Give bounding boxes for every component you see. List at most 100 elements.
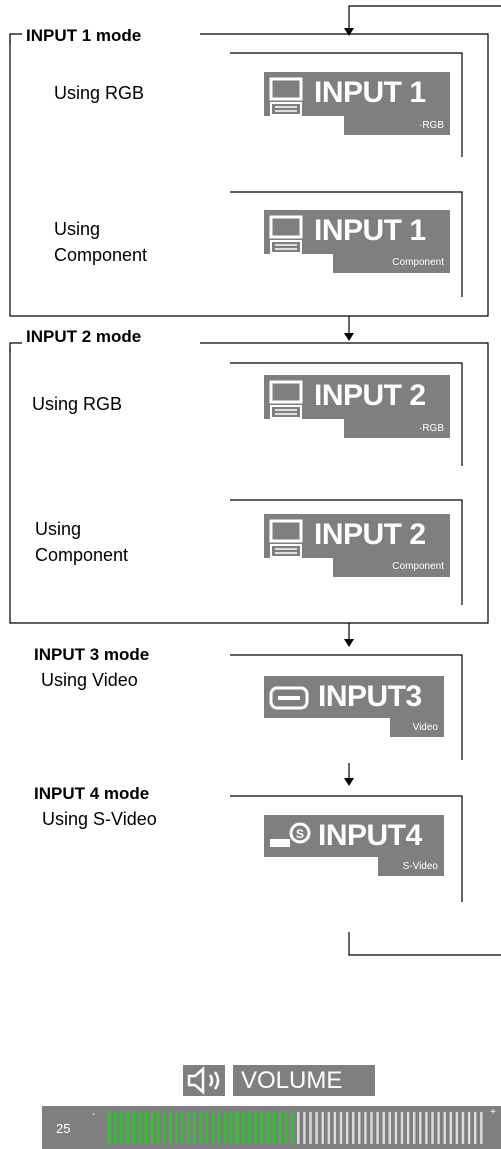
computer-icon xyxy=(269,215,303,254)
volume-segment-inactive xyxy=(388,1112,391,1144)
volume-segment-inactive xyxy=(315,1112,318,1144)
volume-segment-inactive xyxy=(333,1112,337,1144)
volume-segment-inactive xyxy=(309,1112,312,1144)
input4-svideo-osd: S INPUT4 S-Video xyxy=(264,815,444,876)
volume-segment-inactive xyxy=(425,1112,428,1144)
volume-segment-active xyxy=(260,1112,263,1144)
volume-segment-inactive xyxy=(474,1112,477,1144)
volume-segment-active xyxy=(211,1112,215,1144)
volume-segment-inactive xyxy=(443,1112,446,1144)
volume-segment-active xyxy=(193,1112,196,1144)
volume-segment-inactive xyxy=(358,1112,361,1144)
computer-icon xyxy=(269,519,303,558)
volume-segment-inactive xyxy=(345,1112,349,1144)
osd-white-strip xyxy=(264,558,333,577)
volume-segment-active xyxy=(126,1112,129,1144)
osd-subtitle: S-Video xyxy=(402,861,438,872)
volume-segment-active xyxy=(169,1112,172,1144)
osd-title: INPUT 1 xyxy=(314,214,426,247)
volume-segment-active xyxy=(120,1112,123,1144)
volume-segment-active xyxy=(236,1112,239,1144)
volume-segment-inactive xyxy=(339,1112,343,1144)
volume-max-sign: + xyxy=(490,1107,496,1118)
volume-segment-active xyxy=(150,1112,154,1144)
volume-segment-inactive xyxy=(467,1112,471,1144)
volume-segment-inactive xyxy=(297,1112,300,1144)
input4-mode-heading: INPUT 4 mode xyxy=(34,784,150,803)
osd-subtitle: Component xyxy=(392,561,444,572)
input2-rgb-osd: INPUT 2 ·RGB xyxy=(264,375,450,438)
volume-segment-active xyxy=(242,1112,245,1144)
volume-segment-inactive xyxy=(382,1112,385,1144)
osd-subtitle: ·RGB xyxy=(419,423,444,434)
volume-segment-active xyxy=(138,1112,141,1144)
input2-rgb-label: Using RGB xyxy=(32,394,123,414)
volume-segment-active xyxy=(108,1112,111,1144)
osd-title: INPUT 1 xyxy=(314,76,426,109)
volume-segment-inactive xyxy=(364,1112,367,1144)
osd-title: INPUT 2 xyxy=(314,518,426,551)
input1-mode-heading: INPUT 1 mode xyxy=(22,26,146,46)
volume-segment-active xyxy=(217,1112,221,1144)
volume-segment-inactive xyxy=(400,1112,404,1144)
volume-segment-active xyxy=(254,1112,257,1144)
svideo-icon: S xyxy=(270,822,311,847)
volume-segment-inactive xyxy=(437,1112,440,1144)
video-icon xyxy=(269,686,309,710)
volume-segment-inactive xyxy=(394,1112,398,1144)
volume-segment-active xyxy=(278,1112,282,1144)
input4-svideo-label: Using S-Video xyxy=(42,809,157,829)
volume-segment-active xyxy=(230,1112,233,1144)
volume-segment-inactive xyxy=(370,1112,373,1144)
volume-segment-active xyxy=(248,1112,251,1144)
volume-value: 25 xyxy=(56,1121,71,1136)
input3-mode-heading: INPUT 3 mode xyxy=(34,645,150,664)
input1-rgb-osd: INPUT 1 ·RGB xyxy=(264,72,450,135)
volume-segment-active xyxy=(162,1112,166,1144)
volume-segment-inactive xyxy=(449,1112,452,1144)
computer-icon xyxy=(269,77,303,116)
volume-bar: 25 - + xyxy=(42,1106,501,1149)
osd-subtitle: Component xyxy=(392,257,444,268)
volume-segment-inactive xyxy=(376,1112,379,1144)
volume-segment-inactive xyxy=(303,1112,306,1144)
input3-video-osd: INPUT3 Video xyxy=(264,676,444,737)
osd-title: INPUT3 xyxy=(318,680,422,713)
osd-white-strip xyxy=(264,419,344,438)
volume-segment-active xyxy=(181,1112,184,1144)
input3-video-label: Using Video xyxy=(41,670,138,690)
osd-white-strip xyxy=(264,254,333,273)
osd-subtitle: ·RGB xyxy=(419,120,444,131)
volume-segment-active xyxy=(205,1112,208,1144)
volume-segment-active xyxy=(144,1112,147,1144)
volume-segment-inactive xyxy=(352,1112,355,1144)
osd-title: INPUT4 xyxy=(318,819,422,852)
volume-segment-active xyxy=(199,1112,202,1144)
volume-segment-inactive xyxy=(413,1112,416,1144)
volume-segment-active xyxy=(291,1112,294,1144)
volume-segment-active xyxy=(284,1112,288,1144)
osd-subtitle: Video xyxy=(412,722,438,733)
volume-segment-inactive xyxy=(455,1112,459,1144)
osd-white-strip xyxy=(264,718,390,737)
volume-segment-inactive xyxy=(327,1112,330,1144)
volume-segment-active xyxy=(175,1112,178,1144)
volume-segment-active xyxy=(266,1112,269,1144)
volume-min-sign: - xyxy=(92,1109,96,1120)
osd-white-strip xyxy=(264,857,378,876)
volume-level-segments xyxy=(108,1112,483,1144)
volume-segment-inactive xyxy=(431,1112,434,1144)
input1-rgb-label: Using RGB xyxy=(54,83,145,103)
svg-text:S: S xyxy=(296,827,304,841)
input2-mode-heading: INPUT 2 mode xyxy=(22,327,146,347)
volume-segment-active xyxy=(114,1112,117,1144)
input2-component-label: Using Component xyxy=(35,519,129,565)
volume-segment-active xyxy=(223,1112,227,1144)
volume-segment-active xyxy=(132,1112,135,1144)
volume-title: VOLUME xyxy=(233,1065,375,1096)
volume-segment-active xyxy=(156,1112,160,1144)
volume-segment-active xyxy=(187,1112,190,1144)
osd-white-strip xyxy=(264,116,344,135)
input1-component-osd: INPUT 1 Component xyxy=(264,210,450,273)
